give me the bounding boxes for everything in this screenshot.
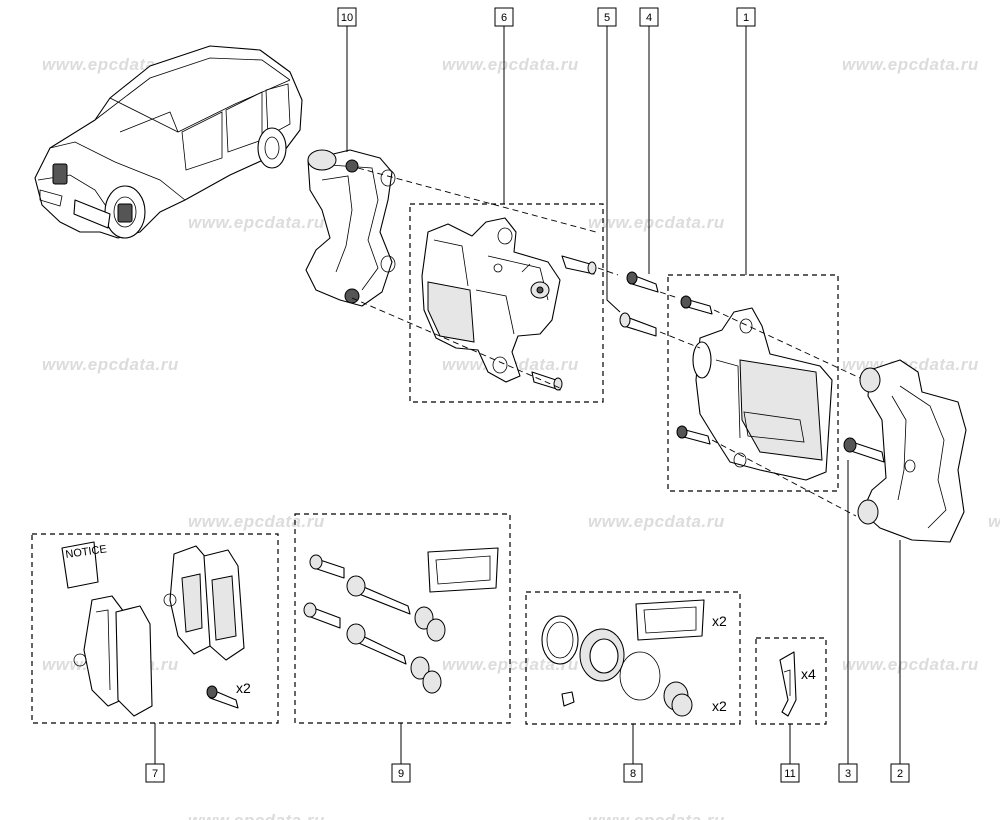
watermark: www.epcdata.ru <box>588 811 725 820</box>
watermark: www.epcdata.ru <box>842 55 979 74</box>
part-8-seal-kit <box>541 599 705 717</box>
assembly-lines <box>351 167 861 517</box>
callout-number: 8 <box>630 768 636 780</box>
callout-2: 2 <box>890 763 910 783</box>
quantity-label: x2 <box>236 680 251 696</box>
callout-number: 2 <box>897 768 903 780</box>
car-illustration <box>34 45 303 239</box>
part-3-bolt <box>843 437 885 463</box>
callout-9: 9 <box>391 763 411 783</box>
part-9-guide-pins <box>303 547 499 694</box>
part-2-carrier-bracket <box>857 359 967 543</box>
watermark: www.epcdata.ru <box>42 55 179 74</box>
part-10-carrier-bracket <box>305 149 396 307</box>
callout-4: 4 <box>639 7 659 27</box>
watermark: www.epcdata.ru <box>188 512 325 531</box>
callout-8: 8 <box>623 763 643 783</box>
watermark: www.epcdata.ru <box>842 655 979 674</box>
callout-number: 10 <box>341 12 353 24</box>
notice-booklet-icon <box>61 541 99 589</box>
callout-7: 7 <box>145 763 165 783</box>
grease-sachet-icon <box>635 599 705 641</box>
part-6-caliper <box>421 217 597 391</box>
callout-3: 3 <box>838 763 858 783</box>
part-7-brake-pads: NOTICE <box>61 541 245 717</box>
group-box-caliper <box>409 203 604 403</box>
group-box-clips <box>755 637 827 725</box>
callout-number: 11 <box>784 768 795 780</box>
callout-number: 4 <box>646 12 652 24</box>
callout-number: 7 <box>152 768 158 780</box>
watermark: www.epcdata.ru <box>442 55 579 74</box>
part-4-bolt <box>626 271 659 293</box>
watermark: www.epcdata.ru <box>988 512 1000 531</box>
watermark: www.epcdata.ru <box>188 213 325 232</box>
quantity-label: x4 <box>801 666 816 682</box>
watermark: www.epcdata.ru <box>188 811 325 820</box>
brake-location-marker-icon <box>52 163 68 185</box>
part-11-clip <box>779 651 797 717</box>
watermark: www.epcdata.ru <box>588 512 725 531</box>
part-1-caliper-assembly <box>676 295 833 481</box>
callout-10: 10 <box>337 7 357 27</box>
group-box-caliper-assembly <box>667 274 839 492</box>
leader-lines <box>154 26 901 764</box>
callout-number: 9 <box>398 768 404 780</box>
callout-number: 1 <box>743 12 749 24</box>
quantity-label: x2 <box>712 698 727 714</box>
callout-number: 3 <box>845 768 851 780</box>
watermark: www.epcdata.ru <box>588 213 725 232</box>
callout-number: 5 <box>604 12 610 24</box>
callout-5: 5 <box>597 7 617 27</box>
quantity-label: x2 <box>712 613 727 629</box>
brake-location-marker-icon <box>117 203 133 223</box>
callout-11: 11 <box>780 763 800 783</box>
callout-1: 1 <box>736 7 756 27</box>
group-box-guide-pins <box>294 513 511 724</box>
callout-number: 6 <box>501 12 507 24</box>
callout-6: 6 <box>494 7 514 27</box>
grease-sachet-icon <box>427 547 499 593</box>
part-5-guide-bolt <box>619 312 657 337</box>
notice-label: NOTICE <box>65 543 108 561</box>
watermark: www.epcdata.ru <box>442 655 579 674</box>
watermark: www.epcdata.ru <box>42 355 179 374</box>
